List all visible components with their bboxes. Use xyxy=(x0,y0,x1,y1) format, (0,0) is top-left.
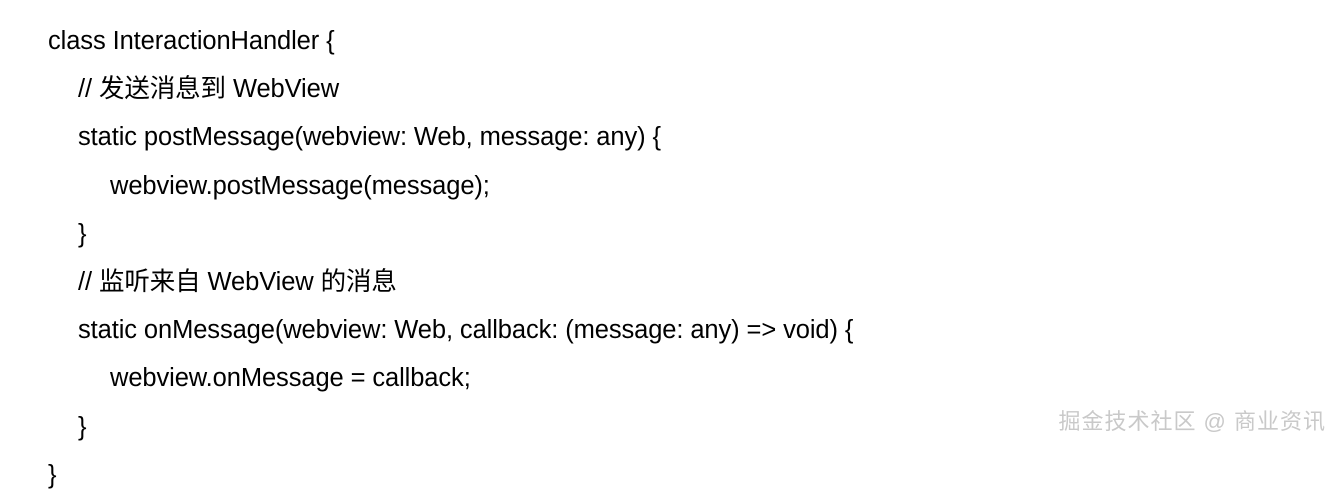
code-line: static postMessage(webview: Web, message… xyxy=(78,123,661,152)
code-line: static onMessage(webview: Web, callback:… xyxy=(78,316,854,345)
code-line: webview.onMessage = callback; xyxy=(110,364,471,393)
code-line: webview.postMessage(message); xyxy=(110,171,490,200)
code-line: class InteractionHandler { xyxy=(48,27,335,55)
code-line: // 发送消息到 WebView xyxy=(78,75,340,104)
code-block: class InteractionHandler { // 发送消息到 WebVi… xyxy=(0,13,1340,499)
code-line: } xyxy=(48,460,57,489)
watermark: 掘金技术社区 @ 商业资讯 xyxy=(1058,409,1326,434)
code-line: // 监听来自 WebView 的消息 xyxy=(78,267,397,296)
code-line: } xyxy=(78,412,87,441)
code-line: } xyxy=(78,219,87,248)
code-snippet-figure: class InteractionHandler { // 发送消息到 WebVi… xyxy=(48,27,1326,489)
